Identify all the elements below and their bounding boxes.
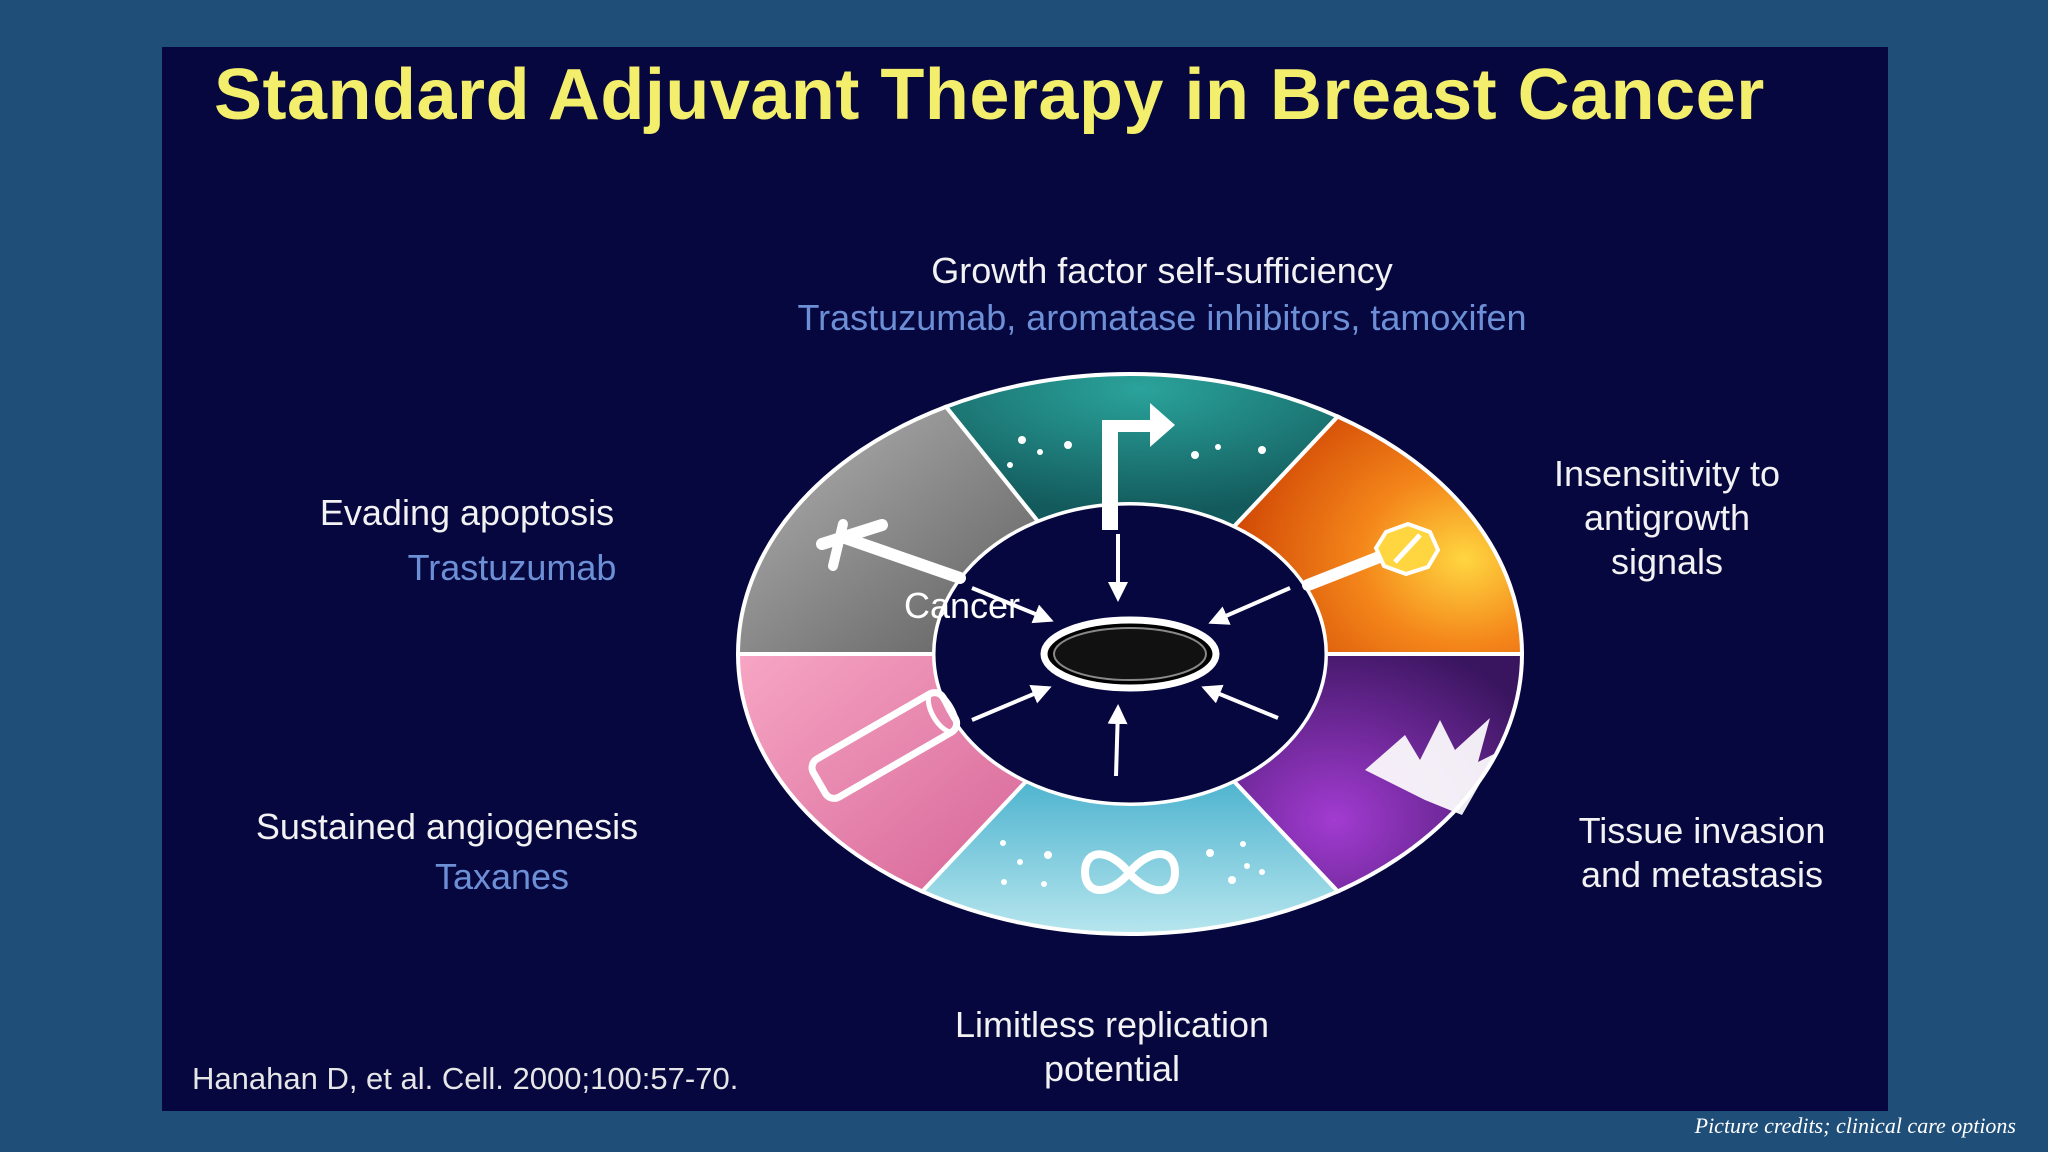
insensitivity-label-line2: antigrowth [1583,497,1751,538]
cross-icon [816,519,966,584]
picture-credits: Picture credits; clinical care options [1694,1113,2016,1138]
invasion-label-line2: and metastasis [1580,854,1824,895]
slide: Standard Adjuvant Therapy in Breast Canc… [162,47,1888,1111]
slide-title: Standard Adjuvant Therapy in Breast Canc… [214,55,1765,135]
arrows-to-center [971,534,1291,777]
arrow-up [1107,704,1128,777]
replication-label-line2: potential [1043,1048,1181,1089]
angiogenesis-drugs: Taxanes [434,856,570,897]
replication-dots-icon [1000,840,1265,887]
apoptosis-drugs: Trastuzumab [407,547,617,588]
infinity-icon [1080,850,1180,895]
arrow-insensitivity [1208,586,1291,625]
replication-label-line1: Limitless replication [954,1004,1270,1045]
apoptosis-label: Evading apoptosis [319,492,615,533]
arrow-apoptosis [971,586,1054,624]
blood-vessel-icon [808,689,961,802]
center-label: Cancer [903,585,1021,626]
angiogenesis-label: Sustained angiogenesis [255,806,639,847]
arrow-angiogenesis [971,684,1052,722]
citation: Hanahan D, et al. Cell. 2000;100:57-70. [192,1061,739,1096]
stop-sign-icon [1302,521,1441,591]
bent-arrow-icon [1102,403,1175,530]
growth-drugs: Trastuzumab, aromatase inhibitors, tamox… [797,297,1527,338]
dots-icon [1007,436,1266,468]
arrow-invasion [1201,684,1279,720]
insensitivity-label-line1: Insensitivity to [1553,453,1781,494]
invasion-burst-icon [1365,718,1498,815]
insensitivity-label-line3: signals [1610,541,1724,582]
growth-label: Growth factor self-sufficiency [931,250,1393,291]
invasion-label-line1: Tissue invasion [1578,810,1826,851]
